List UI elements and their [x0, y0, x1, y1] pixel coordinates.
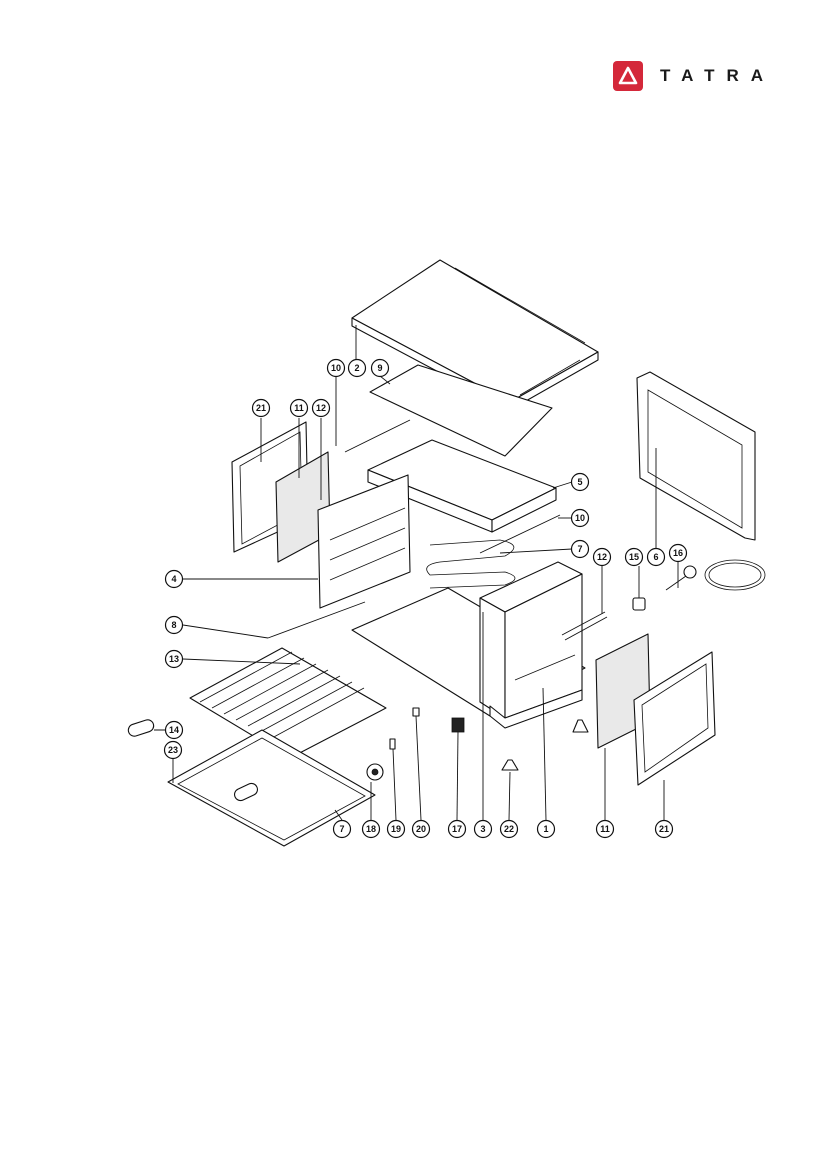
callout-label: 19: [391, 824, 401, 834]
callout-label: 22: [504, 824, 514, 834]
leader-lines: [154, 325, 679, 821]
callout-23: 23: [163, 740, 183, 760]
callout-8: 8: [164, 615, 184, 635]
callout-label: 17: [452, 824, 462, 834]
callout-label: 10: [575, 513, 585, 523]
support-rod-lower: [479, 514, 561, 554]
callout-15: 15: [624, 547, 644, 567]
callout-label: 18: [366, 824, 376, 834]
callout-13: 13: [164, 649, 184, 669]
callout-label: 10: [331, 363, 341, 373]
callout-21-right: 21: [654, 819, 674, 839]
callout-5: 5: [570, 472, 590, 492]
callout-7-bottom: 7: [332, 819, 352, 839]
guide-rod: [267, 601, 366, 639]
callout-4: 4: [164, 569, 184, 589]
callout-1: 1: [536, 819, 556, 839]
callout-label: 11: [294, 403, 304, 413]
drip-tray: [167, 729, 376, 847]
callout-11-left: 11: [289, 398, 309, 418]
callout-label: 23: [168, 745, 178, 755]
callout-label: 13: [169, 654, 179, 664]
callout-label: 11: [600, 824, 610, 834]
callout-11-right: 11: [595, 819, 615, 839]
callout-label: 21: [659, 824, 669, 834]
brand-name: TATRA: [660, 66, 776, 85]
foot-part: [501, 759, 519, 771]
roller-part: [127, 719, 155, 737]
callout-19: 19: [386, 819, 406, 839]
callout-12-right: 12: [592, 547, 612, 567]
callouts: 10 2 9 21 11 12 5 10 7: [163, 358, 688, 839]
callout-3: 3: [473, 819, 493, 839]
roller-in-tray: [234, 782, 258, 802]
callout-label: 3: [480, 824, 485, 834]
callout-14: 14: [164, 720, 184, 740]
right-rail: [561, 611, 608, 641]
callout-9: 9: [370, 358, 390, 378]
callout-21-left: 21: [251, 398, 271, 418]
callout-label: 16: [673, 548, 683, 558]
callout-label: 14: [169, 725, 179, 735]
callout-17: 17: [447, 819, 467, 839]
callout-label: 1: [543, 824, 548, 834]
callout-2: 2: [347, 358, 367, 378]
callout-18: 18: [361, 819, 381, 839]
back-panel: [636, 371, 756, 541]
callout-label: 5: [577, 477, 582, 487]
callout-label: 15: [629, 552, 639, 562]
callout-6: 6: [646, 547, 666, 567]
left-inner-wall: [317, 474, 411, 609]
callout-7-right: 7: [570, 539, 590, 559]
heating-element: [426, 539, 516, 589]
callout-label: 2: [354, 363, 359, 373]
spacer-part: [412, 707, 420, 717]
cable-gland: [632, 597, 646, 611]
insulation-plate: [369, 364, 553, 457]
callout-12-left: 12: [311, 398, 331, 418]
callout-10-right: 10: [570, 508, 590, 528]
support-rod: [344, 419, 411, 453]
callout-22: 22: [499, 819, 519, 839]
pin-part: [389, 738, 396, 750]
foot-part-right: [572, 719, 589, 733]
callout-label: 21: [256, 403, 266, 413]
callout-label: 7: [577, 544, 582, 554]
right-side-cover: [633, 651, 716, 786]
wire-grid: [189, 647, 387, 759]
power-cable: [665, 559, 766, 591]
oven-body: [351, 561, 586, 729]
callout-10-top: 10: [326, 358, 346, 378]
callout-label: 12: [597, 552, 607, 562]
switch-part: [451, 717, 465, 733]
callout-label: 7: [339, 824, 344, 834]
callout-label: 20: [416, 824, 426, 834]
callout-label: 6: [653, 552, 658, 562]
callout-label: 9: [377, 363, 382, 373]
brand-logo: TATRA: [613, 60, 775, 92]
control-knob: [366, 763, 384, 781]
callout-20: 20: [411, 819, 431, 839]
callout-label: 8: [171, 620, 176, 630]
triangle-logo-icon: [613, 61, 643, 91]
callout-label: 4: [171, 574, 176, 584]
callout-16: 16: [668, 543, 688, 563]
callout-label: 12: [316, 403, 326, 413]
